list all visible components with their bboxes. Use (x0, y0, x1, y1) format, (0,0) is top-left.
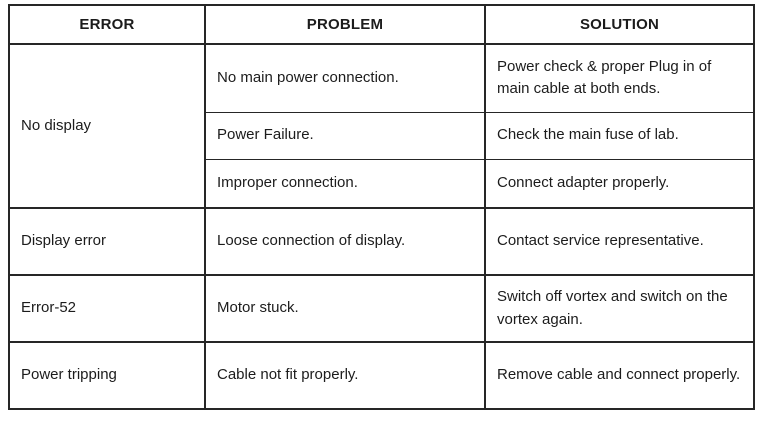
header-cell-solution: SOLUTION (484, 4, 755, 45)
cell-problem: Loose connection of display. (204, 207, 486, 276)
header-cell-problem: PROBLEM (204, 4, 486, 45)
cell-solution: Check the main fuse of lab. (484, 111, 755, 160)
cell-problem: Motor stuck. (204, 274, 486, 343)
cell-solution: Contact service representative. (484, 207, 755, 276)
table-row: Improper connection. Connect adapter pro… (9, 158, 755, 209)
cell-error-power-tripping: Power tripping (8, 341, 206, 410)
table-row: No display No main power connection. Pow… (8, 43, 755, 209)
header-cell-error: ERROR (8, 4, 206, 45)
cell-error-no-display: No display (8, 43, 206, 209)
cell-problem: Power Failure. (204, 111, 486, 160)
cell-problem: No main power connection. (204, 43, 486, 113)
cell-error-display-error: Display error (8, 207, 206, 276)
cell-solution: Power check & proper Plug in of main cab… (484, 43, 755, 113)
cell-problem: Improper connection. (204, 158, 486, 209)
cell-error-error-52: Error-52 (8, 274, 206, 343)
header-row: ERROR PROBLEM SOLUTION (8, 4, 755, 45)
cell-solution: Remove cable and connect properly. (484, 341, 755, 410)
cell-solution: Switch off vortex and switch on the vort… (484, 274, 755, 343)
table-row: Display error Loose connection of displa… (8, 207, 755, 276)
table-row: Power Failure. Check the main fuse of la… (9, 111, 755, 160)
table-row: Power tripping Cable not fit properly. R… (8, 341, 755, 410)
table-row: Error-52 Motor stuck. Switch off vortex … (8, 274, 755, 343)
cell-solution: Connect adapter properly. (484, 158, 755, 209)
cell-problem: Cable not fit properly. (204, 341, 486, 410)
troubleshooting-table: ERROR PROBLEM SOLUTION No display No mai… (8, 4, 755, 410)
